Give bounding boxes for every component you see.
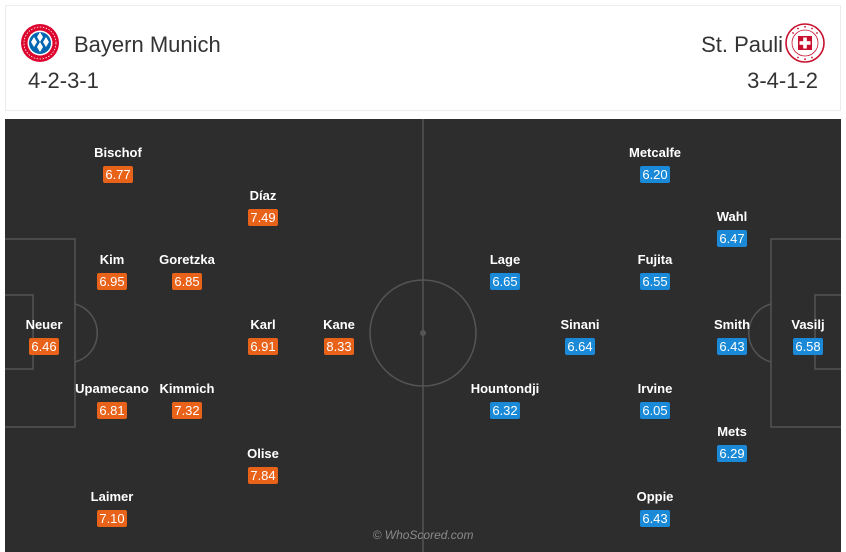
away-player-fujita[interactable]: Fujita 6.55 [605, 252, 705, 302]
player-name: Mets [717, 424, 747, 439]
player-rating: 6.20 [640, 166, 670, 183]
whoscored-watermark: © WhoScored.com [372, 528, 474, 542]
home-player-karl[interactable]: Karl 6.91 [213, 317, 313, 367]
player-name: Irvine [637, 381, 673, 396]
home-player-neuer[interactable]: Neuer 6.46 [5, 317, 94, 367]
player-rating: 6.85 [172, 273, 202, 290]
home-formation: 4-2-3-1 [28, 68, 99, 93]
player-name: Oppie [636, 489, 674, 504]
player-name: Hountondji [470, 381, 540, 396]
player-name: Neuer [25, 317, 63, 332]
player-rating: 7.84 [248, 467, 278, 484]
home-player-diaz[interactable]: Díaz 7.49 [213, 188, 313, 238]
player-rating: 7.49 [248, 209, 278, 226]
home-player-bischof[interactable]: Bischof 6.77 [68, 145, 168, 195]
player-rating: 6.29 [717, 445, 747, 462]
home-player-goretzka[interactable]: Goretzka 6.85 [137, 252, 237, 302]
away-player-smith[interactable]: Smith 6.43 [682, 317, 782, 367]
player-rating: 6.43 [717, 338, 747, 355]
away-player-hountondji[interactable]: Hountondji 6.32 [455, 381, 555, 431]
pitch: Neuer 6.46 Bischof 6.77 Kim 6.95 Upameca… [5, 119, 841, 552]
home-player-kim[interactable]: Kim 6.95 [62, 252, 162, 302]
home-team-name: Bayern Munich [74, 32, 221, 57]
away-player-metcalfe[interactable]: Metcalfe 6.20 [605, 145, 705, 195]
player-name: Kane [323, 317, 355, 332]
player-rating: 6.43 [640, 510, 670, 527]
home-player-upamecano[interactable]: Upamecano 6.81 [62, 381, 162, 431]
bayern-munich-crest-icon [21, 24, 59, 62]
player-name: Lage [489, 252, 521, 267]
player-rating: 6.81 [97, 402, 127, 419]
st-pauli-crest-icon [785, 23, 825, 63]
home-player-olise[interactable]: Olise 7.84 [213, 446, 313, 496]
away-player-vasilj[interactable]: Vasilj 6.58 [758, 317, 841, 367]
player-name: Upamecano [75, 381, 149, 396]
home-player-laimer[interactable]: Laimer 7.10 [62, 489, 162, 539]
player-name: Vasilj [791, 317, 825, 332]
away-player-mets[interactable]: Mets 6.29 [682, 424, 782, 474]
home-player-kane[interactable]: Kane 8.33 [289, 317, 389, 367]
player-name: Kim [99, 252, 125, 267]
away-player-irvine[interactable]: Irvine 6.05 [605, 381, 705, 431]
player-rating: 6.32 [490, 402, 520, 419]
away-player-sinani[interactable]: Sinani 6.64 [530, 317, 630, 367]
player-name: Laimer [90, 489, 134, 504]
player-rating: 6.95 [97, 273, 127, 290]
player-rating: 6.91 [248, 338, 278, 355]
player-name: Díaz [249, 188, 277, 203]
player-rating: 6.77 [103, 166, 133, 183]
player-rating: 6.58 [793, 338, 823, 355]
player-rating: 6.65 [490, 273, 520, 290]
player-name: Goretzka [159, 252, 215, 267]
player-rating: 6.46 [29, 338, 59, 355]
player-name: Kimmich [159, 381, 215, 396]
away-team-name: St. Pauli [701, 32, 783, 57]
player-name: Karl [250, 317, 276, 332]
player-rating: 6.64 [565, 338, 595, 355]
player-name: Bischof [94, 145, 142, 160]
player-rating: 6.05 [640, 402, 670, 419]
player-name: Smith [713, 317, 751, 332]
pitch-markings [5, 119, 841, 552]
match-header: Bayern Munich 4-2-3-1 St. Pauli 3-4-1-2 [5, 5, 841, 111]
player-name: Olise [247, 446, 279, 461]
player-rating: 6.55 [640, 273, 670, 290]
player-rating: 7.10 [97, 510, 127, 527]
away-player-wahl[interactable]: Wahl 6.47 [682, 209, 782, 259]
away-formation: 3-4-1-2 [747, 68, 818, 93]
player-name: Fujita [637, 252, 673, 267]
player-rating: 6.47 [717, 230, 747, 247]
player-rating: 8.33 [324, 338, 354, 355]
player-rating: 7.32 [172, 402, 202, 419]
player-name: Metcalfe [628, 145, 682, 160]
away-player-lage[interactable]: Lage 6.65 [455, 252, 555, 302]
away-player-oppie[interactable]: Oppie 6.43 [605, 489, 705, 539]
player-name: Wahl [716, 209, 748, 224]
player-name: Sinani [560, 317, 600, 332]
home-player-kimmich[interactable]: Kimmich 7.32 [137, 381, 237, 431]
